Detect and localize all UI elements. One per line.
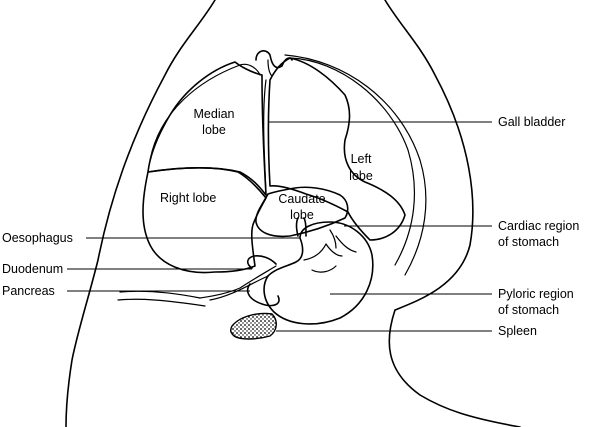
right-lobe	[143, 168, 266, 273]
label-pancreas: Pancreas	[2, 284, 55, 298]
left-lobe	[269, 58, 406, 240]
label-right-lobe: Right lobe	[160, 191, 216, 205]
label-oesophagus: Oesophagus	[2, 231, 73, 245]
label-spleen: Spleen	[498, 324, 537, 338]
spleen	[231, 314, 277, 340]
label-duodenum: Duodenum	[2, 262, 63, 276]
label-gall-bladder: Gall bladder	[498, 115, 565, 129]
gall-bladder-shape	[264, 80, 266, 192]
stomach	[264, 218, 373, 324]
